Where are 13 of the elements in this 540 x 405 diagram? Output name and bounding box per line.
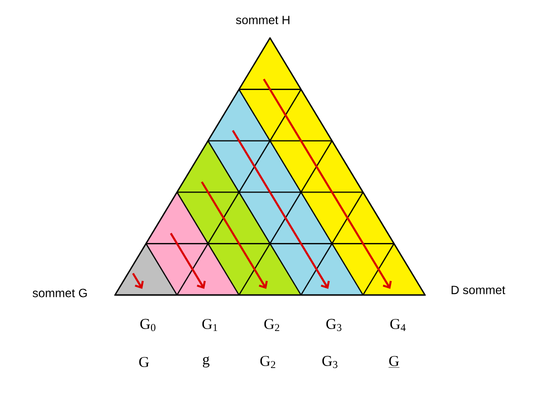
label: D sommet: [452, 286, 506, 294]
label: G: [388, 356, 400, 368]
label: g: [202, 356, 210, 368]
label: sommet H: [236, 16, 290, 24]
label: G: [139, 356, 149, 368]
label: G$_{2}$: [264, 318, 280, 332]
label: G$_{1}$: [202, 318, 218, 332]
label: sommet G: [32, 288, 87, 298]
label: G$_{0}$: [140, 318, 156, 332]
label: G$_{3}$: [326, 318, 342, 332]
label: G$_{3}$: [322, 356, 338, 368]
label: G$_{4}$: [390, 318, 406, 332]
label: G$_{2}$: [260, 356, 276, 368]
